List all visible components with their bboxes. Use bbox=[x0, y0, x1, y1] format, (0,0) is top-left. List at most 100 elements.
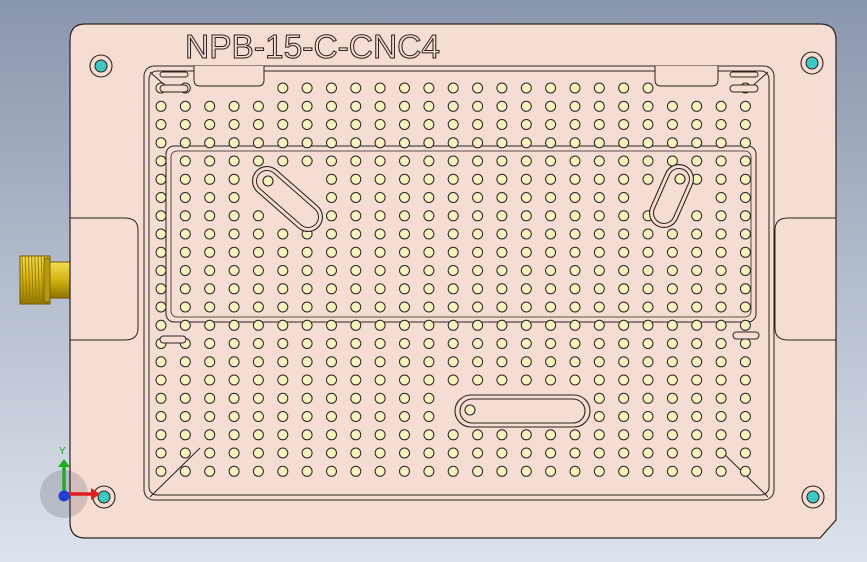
vacuum-hole bbox=[350, 374, 362, 386]
vacuum-hole bbox=[423, 137, 435, 149]
vacuum-hole bbox=[569, 137, 581, 149]
vacuum-hole bbox=[739, 283, 751, 295]
vacuum-hole bbox=[593, 319, 605, 331]
dowel-pin bbox=[805, 56, 819, 70]
vacuum-hole bbox=[447, 192, 459, 203]
vacuum-hole bbox=[472, 228, 484, 240]
vacuum-hole bbox=[447, 173, 459, 185]
vacuum-hole bbox=[301, 100, 313, 112]
vacuum-hole bbox=[204, 265, 216, 276]
vacuum-hole bbox=[691, 301, 703, 313]
vacuum-hole bbox=[277, 301, 289, 313]
vacuum-hole bbox=[301, 283, 313, 295]
vacuum-hole bbox=[179, 119, 191, 130]
vacuum-hole bbox=[691, 319, 703, 331]
vacuum-hole bbox=[228, 447, 240, 459]
vacuum-hole bbox=[593, 100, 605, 112]
vacuum-hole bbox=[301, 265, 313, 276]
slots[interactable] bbox=[252, 164, 694, 428]
vacuum-hole bbox=[228, 210, 240, 222]
vacuum-hole bbox=[326, 192, 337, 203]
vacuum-hole bbox=[228, 155, 240, 167]
vacuum-hole bbox=[691, 429, 703, 441]
vacuum-hole bbox=[739, 447, 751, 459]
vacuum-hole bbox=[447, 210, 459, 222]
vacuum-hole bbox=[496, 155, 508, 167]
vacuum-hole bbox=[618, 447, 630, 459]
vacuum-hole bbox=[545, 301, 557, 313]
vacuum-hole bbox=[179, 283, 191, 295]
vacuum-hole bbox=[447, 374, 459, 386]
vacuum-hole bbox=[472, 173, 484, 185]
hole-grid bbox=[155, 82, 751, 477]
vacuum-hole bbox=[496, 192, 508, 203]
vacuum-hole bbox=[593, 119, 605, 130]
vacuum-hole bbox=[545, 319, 557, 331]
vacuum-hole bbox=[739, 228, 751, 240]
vacuum-hole bbox=[252, 210, 264, 222]
vacuum-hole bbox=[472, 429, 484, 441]
vacuum-hole bbox=[447, 155, 459, 167]
vacuum-hole bbox=[228, 119, 240, 130]
vacuum-hole bbox=[569, 228, 581, 240]
vacuum-hole bbox=[326, 411, 337, 422]
axis-triad[interactable]: Y bbox=[40, 446, 100, 518]
vacuum-hole bbox=[593, 356, 605, 368]
vacuum-hole bbox=[350, 338, 362, 349]
vacuum-hole bbox=[252, 265, 264, 276]
vacuum-hole bbox=[277, 338, 289, 349]
vacuum-hole bbox=[204, 173, 216, 185]
vacuum-hole bbox=[618, 137, 630, 149]
fitting-shoulder bbox=[43, 257, 51, 303]
vacuum-hole bbox=[569, 429, 581, 441]
dowel-pin bbox=[97, 490, 111, 504]
vacuum-hole bbox=[155, 465, 167, 477]
vacuum-hole bbox=[155, 192, 167, 203]
plate-outline[interactable] bbox=[69, 23, 837, 539]
vacuum-hole bbox=[715, 447, 727, 459]
dowel-hole[interactable] bbox=[801, 485, 825, 509]
vacuum-hole bbox=[715, 137, 727, 149]
fitting-thread-lines bbox=[21, 255, 50, 305]
vacuum-hole bbox=[496, 82, 508, 94]
vacuum-hole bbox=[642, 82, 654, 94]
vacuum-hole bbox=[691, 392, 703, 404]
vacuum-hole bbox=[277, 155, 289, 167]
vacuum-hole bbox=[569, 319, 581, 331]
vacuum-hole bbox=[155, 356, 167, 368]
vacuum-hole bbox=[277, 283, 289, 295]
vacuum-hole bbox=[301, 119, 313, 130]
vacuum-hole bbox=[374, 228, 386, 240]
vacuum-hole bbox=[618, 173, 630, 185]
vacuum-hole bbox=[642, 119, 654, 130]
vacuum-hole bbox=[496, 137, 508, 149]
vacuum-hole bbox=[739, 392, 751, 404]
threaded-fitting[interactable] bbox=[19, 255, 73, 305]
vacuum-hole bbox=[179, 392, 191, 404]
vacuum-hole bbox=[374, 192, 386, 203]
dowel-hole[interactable] bbox=[800, 51, 824, 75]
corner-dowels[interactable] bbox=[89, 51, 825, 509]
dowel-hole[interactable] bbox=[92, 485, 116, 509]
dowel-hole[interactable] bbox=[89, 54, 113, 78]
vacuum-hole bbox=[618, 246, 630, 258]
vacuum-hole bbox=[204, 210, 216, 222]
vacuum-hole bbox=[715, 228, 727, 240]
vacuum-hole bbox=[618, 265, 630, 276]
vacuum-hole bbox=[642, 374, 654, 386]
vacuum-hole bbox=[496, 429, 508, 441]
vacuum-hole bbox=[155, 228, 167, 240]
vacuum-hole bbox=[593, 82, 605, 94]
vacuum-hole bbox=[691, 356, 703, 368]
vacuum-hole bbox=[399, 392, 410, 404]
vacuum-hole bbox=[520, 374, 532, 386]
fitting-neck bbox=[47, 261, 73, 299]
vacuum-hole bbox=[399, 210, 410, 222]
pocket-outline bbox=[143, 65, 775, 501]
vacuum-hole bbox=[350, 301, 362, 313]
vacuum-hole bbox=[326, 356, 337, 368]
vacuum-hole bbox=[545, 465, 557, 477]
vacuum-hole bbox=[593, 447, 605, 459]
